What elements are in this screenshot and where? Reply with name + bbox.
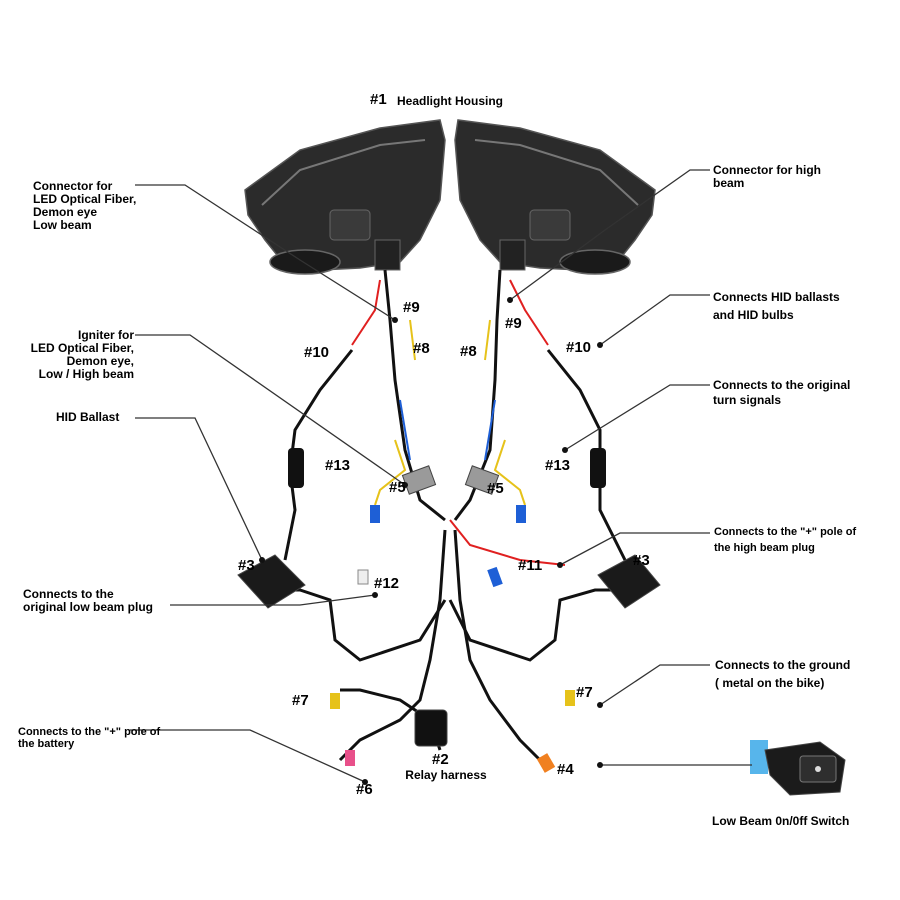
part-number-7-left: #7	[292, 692, 309, 709]
part-number-4: #4	[557, 761, 574, 778]
igniter-right	[464, 465, 500, 495]
part-number-13-left: #13	[325, 457, 351, 474]
hid-ballast-right	[597, 554, 661, 609]
part-number-10-left: #10	[304, 344, 330, 361]
callout-hid-ballast: HID Ballast	[56, 410, 120, 424]
igniter-left	[401, 465, 437, 495]
part-number-7-right: #7	[576, 684, 593, 701]
part-number-13-right: #13	[545, 457, 571, 474]
connector-white-12	[357, 569, 369, 585]
part-number-5-right: #5	[487, 480, 504, 497]
connector-pink-6	[345, 750, 355, 766]
callout-igniter: Igniter for LED Optical Fiber, Demon eye…	[30, 328, 134, 381]
callout-battery: Connects to the "+" pole of the battery	[18, 726, 161, 750]
part-number-6: #6	[356, 781, 373, 798]
switch	[750, 740, 846, 796]
callout-connector-high: Connector for high beam	[713, 163, 821, 190]
wires-colored	[351, 279, 566, 566]
part-number-9-left: #9	[403, 299, 420, 316]
leader-dots	[259, 297, 603, 785]
part-number-11: #11	[518, 557, 543, 574]
callout-turn-signals: Connects to the original turn signals	[713, 378, 851, 407]
ballast-tube-left	[288, 448, 304, 488]
connector-blue-right	[516, 505, 526, 523]
callout-high-beam-plug: Connects to the "+" pole of the high bea…	[714, 526, 857, 554]
part-number-8-right: #8	[460, 343, 477, 360]
part-number-8-left: #8	[413, 340, 430, 357]
leader-lines	[130, 169, 752, 783]
connector-yellow-7l	[330, 693, 340, 709]
callout-relay: Relay harness	[405, 768, 487, 782]
callout-ground: Connects to the ground ( metal on the bi…	[715, 658, 851, 690]
part-number-10-right: #10	[566, 339, 592, 356]
part-number-5-left: #5	[389, 479, 406, 496]
relay	[414, 709, 448, 747]
connector-blue-11	[487, 566, 503, 588]
part-number-9-right: #9	[505, 315, 522, 332]
callout-connector-low: Connector for LED Optical Fiber, Demon e…	[33, 179, 137, 232]
title-number: #1	[370, 91, 387, 108]
part-number-3-right: #3	[633, 552, 650, 569]
connector-blue-left	[370, 505, 380, 523]
callout-low-beam-plug: Connects to the original low beam plug	[23, 587, 154, 614]
headlight-housing-right	[454, 119, 656, 275]
connector-yellow-7r	[565, 690, 575, 706]
title-text: Headlight Housing	[397, 94, 503, 108]
connector-orange-4	[536, 753, 556, 773]
callout-hid-connect: Connects HID ballasts and HID bulbs	[713, 290, 840, 322]
part-number-2: #2	[432, 751, 449, 768]
part-number-12: #12	[374, 575, 400, 592]
part-number-3-left: #3	[238, 557, 255, 574]
callout-switch: Low Beam 0n/0ff Switch	[712, 814, 850, 828]
ballast-tube-right	[590, 448, 606, 488]
headlight-housing-left	[244, 119, 446, 275]
